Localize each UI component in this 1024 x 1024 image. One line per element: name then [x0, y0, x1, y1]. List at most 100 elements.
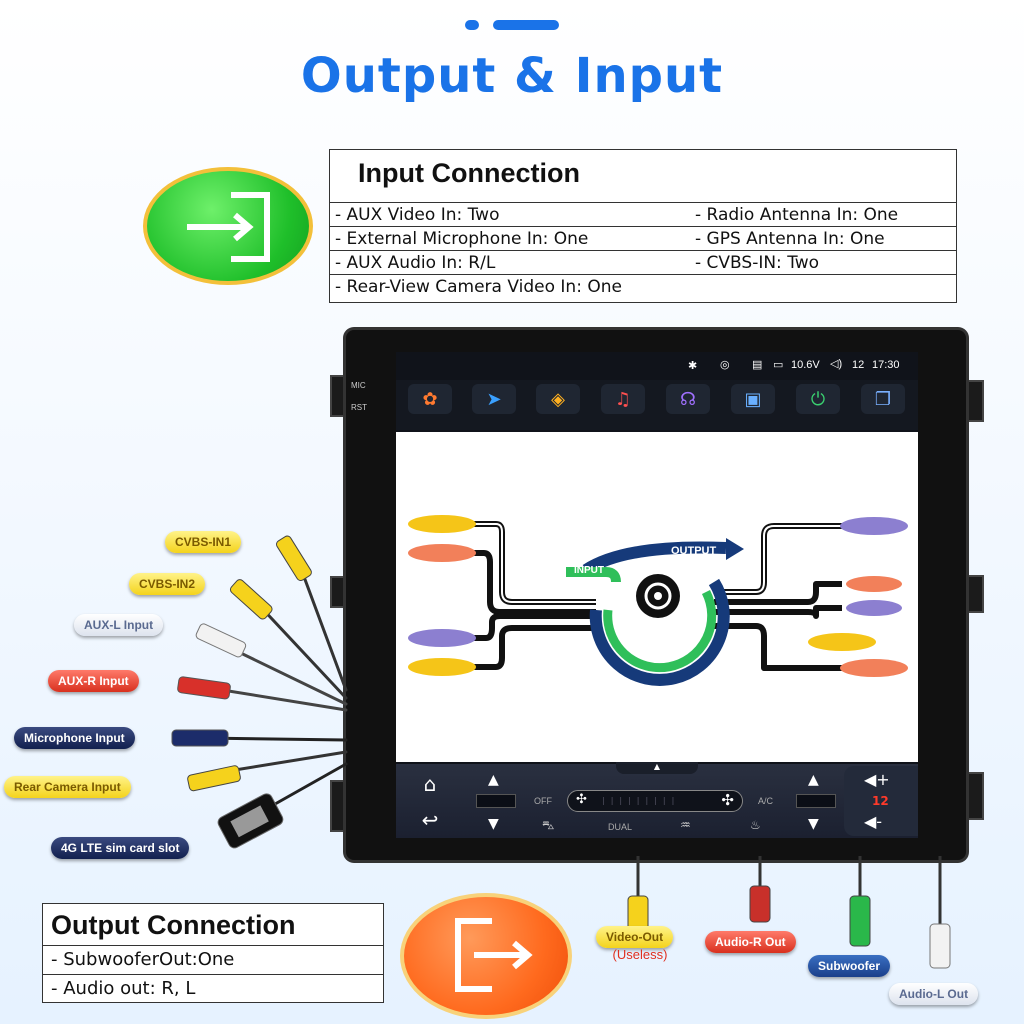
hotspot-icon: ◎: [720, 359, 730, 371]
connector-dot: [808, 633, 876, 651]
input-connection-title: Input Connection: [358, 158, 580, 188]
fan-speed-slider[interactable]: ✣ ||||||||| ✣: [567, 790, 743, 812]
audio-l-out-plug: [929, 923, 951, 969]
connector-dot: [846, 600, 902, 616]
connector-dot: [846, 576, 902, 592]
label-video-out-note: (Useless): [612, 947, 668, 962]
ac-label: A/C: [758, 796, 774, 806]
label-audio-r-out: Audio-R Out: [705, 931, 796, 953]
output-spec: - Audio out: R, L: [43, 974, 383, 1003]
io-diagram: OUTPUT INPUT: [408, 515, 908, 686]
input-spec: - External Microphone In: One: [335, 229, 589, 249]
sim-card-slot-module: [217, 793, 284, 849]
layers-icon[interactable]: ◈: [536, 384, 580, 414]
label-subwoofer: Subwoofer: [808, 955, 890, 977]
label-video-out: Video-Out: [596, 926, 674, 948]
voltage-readout: 10.6V: [791, 359, 820, 371]
temp-display-left: [476, 794, 516, 808]
navigation-icon[interactable]: ➤: [472, 384, 516, 414]
connector-dot: [408, 544, 476, 562]
output-badge: [400, 893, 572, 1019]
connector-dot: [408, 515, 476, 533]
radio-icon[interactable]: ▣: [731, 384, 775, 414]
label-cvbs-in1: CVBS-IN1: [165, 531, 242, 553]
label-4g-sim-slot: 4G LTE sim card slot: [51, 837, 190, 859]
bluetooth-phone-icon[interactable]: ☊: [666, 384, 710, 414]
rear-camera-plug: [187, 765, 241, 792]
temp-up-right[interactable]: ▲: [808, 772, 819, 788]
enter-icon: [187, 192, 270, 262]
label-cvbs-in2: CVBS-IN2: [129, 573, 206, 595]
volume-readout: 12: [852, 359, 865, 371]
fan-level-bars: |||||||||: [602, 796, 681, 805]
fan-max-icon: ✣: [721, 791, 734, 809]
aux-r-plug: [177, 676, 231, 700]
connector-dot: [408, 658, 476, 676]
exit-icon: [455, 918, 533, 992]
output-connection-title: Output Connection: [51, 910, 296, 940]
output-spec: - SubwooferOut:One: [43, 945, 383, 974]
bluetooth-icon: ✱: [688, 360, 698, 372]
home-icon[interactable]: ⌂: [423, 772, 437, 796]
input-cables: [171, 535, 348, 849]
recirculation-icon[interactable]: ⛍: [542, 818, 555, 832]
label-rear-camera-input: Rear Camera Input: [4, 776, 131, 798]
volume-icon: ◁): [830, 358, 843, 370]
input-spec: - GPS Antenna In: One: [695, 229, 885, 249]
defrost-icon[interactable]: ♒: [680, 818, 691, 832]
bottom-panel-handle[interactable]: ▲: [616, 762, 698, 774]
multitask-icon[interactable]: ❐: [861, 384, 905, 414]
connector-dot: [408, 629, 476, 647]
input-spec: - AUX Video In: Two: [335, 205, 500, 225]
subwoofer-plug: [849, 895, 871, 947]
battery-icon: ▭: [773, 359, 784, 371]
temp-up-left[interactable]: ▲: [488, 772, 499, 788]
music-icon[interactable]: ♫: [601, 384, 645, 414]
clock: 17:30: [872, 359, 900, 371]
output-connection-table: Output Connection - SubwooferOut:One - A…: [42, 903, 384, 1003]
fan-off-label: OFF: [534, 796, 552, 806]
microphone-plug: [171, 729, 229, 747]
volume-level: 12: [872, 794, 889, 808]
volume-down-icon[interactable]: ◀-: [864, 812, 883, 831]
climate-panel: ⌂ ↩ ▲ ▼ OFF ✣ ||||||||| ✣ A/C ▲ ▼ ⛍ DUAL…: [396, 764, 918, 838]
input-spec: - Rear-View Camera Video In: One: [335, 277, 622, 297]
input-spec: - Radio Antenna In: One: [695, 205, 899, 225]
label-microphone-input: Microphone Input: [14, 727, 135, 749]
output-diagram-label: OUTPUT: [671, 545, 717, 557]
aux-l-plug: [195, 623, 247, 658]
header-dots: [465, 18, 565, 32]
page-title: Output & Input: [300, 48, 724, 104]
volume-panel: ◀+ 12 ◀-: [844, 766, 918, 836]
rst-label: RST: [351, 403, 367, 412]
connector-dot: [840, 659, 908, 677]
connector-dot: [840, 517, 908, 535]
label-audio-l-out: Audio-L Out: [889, 983, 979, 1005]
cvbs-in2-plug: [229, 579, 273, 620]
input-diagram-label: INPUT: [574, 565, 604, 576]
apps-icon[interactable]: ✿: [408, 384, 452, 414]
output-cables: [627, 856, 951, 969]
input-row: - External Microphone In: One - GPS Ante…: [330, 226, 956, 250]
back-icon[interactable]: ↩: [421, 808, 439, 832]
input-badge: [143, 167, 313, 285]
input-spec: - AUX Audio In: R/L: [335, 253, 496, 273]
volume-up-icon[interactable]: ◀+: [864, 770, 890, 789]
seat-heat-icon[interactable]: ♨: [750, 818, 761, 832]
temp-display-right: [796, 794, 836, 808]
app-launcher-row: ✿ ➤ ◈ ♫ ☊ ▣ ⏻ ❐: [396, 380, 918, 430]
fan-icon: ✣: [576, 792, 587, 807]
dual-label: DUAL: [608, 822, 633, 832]
sd-card-icon: ▤: [752, 359, 763, 371]
input-row: - AUX Video In: Two - Radio Antenna In: …: [330, 202, 956, 226]
cvbs-in1-plug: [275, 535, 312, 582]
input-row: - AUX Audio In: R/L - CVBS-IN: Two: [330, 250, 956, 274]
input-row: - Rear-View Camera Video In: One: [330, 274, 956, 298]
status-bar: ✱ ◎ ▤ ▭ 10.6V ◁) 12 17:30: [396, 352, 918, 380]
temp-down-right[interactable]: ▼: [808, 816, 819, 832]
audio-r-out-plug: [749, 885, 771, 923]
label-aux-l-input: AUX-L Input: [74, 614, 164, 636]
label-aux-r-input: AUX-R Input: [48, 670, 139, 692]
power-icon[interactable]: ⏻: [796, 384, 840, 414]
temp-down-left[interactable]: ▼: [488, 816, 499, 832]
